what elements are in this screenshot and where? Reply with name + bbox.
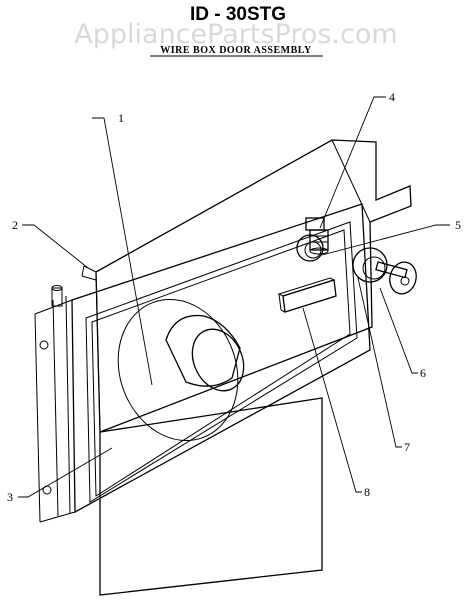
wire-box-housing <box>81 139 412 433</box>
callout-2: 2 <box>12 218 18 232</box>
door-knob <box>117 298 245 442</box>
watermark: AppliancePartsPros.com <box>74 19 397 50</box>
callout-numbers: 1 2 3 4 5 6 7 8 <box>7 90 461 504</box>
callout-3: 3 <box>7 490 13 504</box>
callout-6: 6 <box>420 366 426 380</box>
hinge-hole-upper <box>39 340 49 350</box>
indicator-5 <box>296 234 324 262</box>
callout-4: 4 <box>389 90 395 104</box>
callout-5: 5 <box>455 218 461 232</box>
lower-panel <box>99 397 323 596</box>
key-lock <box>352 247 417 295</box>
callout-8: 8 <box>364 485 370 499</box>
door-plate <box>34 203 371 523</box>
leader-lines <box>18 96 450 498</box>
callout-1: 1 <box>118 111 124 125</box>
callout-7: 7 <box>404 440 410 454</box>
model-title: ID - 30STG <box>190 4 286 25</box>
rectangular-indicator-8 <box>277 277 337 313</box>
switch-4 <box>305 217 329 255</box>
diagram-subtitle: WIRE BOX DOOR ASSEMBLY <box>160 45 312 56</box>
